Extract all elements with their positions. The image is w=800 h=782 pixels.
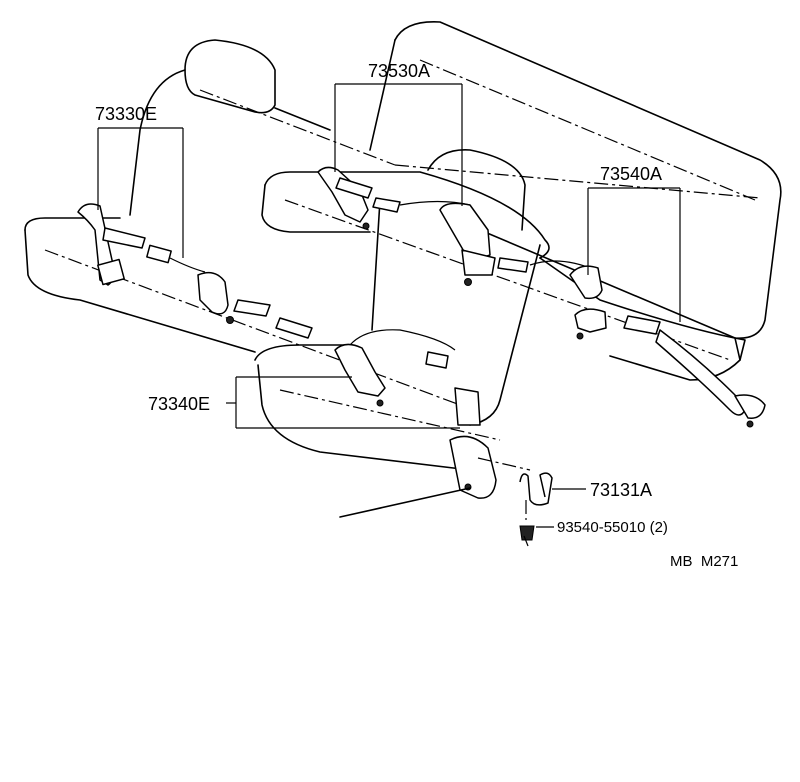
anchor-bracket-73131A	[477, 457, 553, 520]
seat-belt-73330E	[77, 203, 313, 339]
left-seat-back	[129, 39, 761, 216]
label-73330E: 73330E	[95, 104, 157, 124]
leader-73330E	[97, 127, 184, 258]
left-seat-cushion	[24, 217, 501, 471]
middle-seat-back	[371, 149, 541, 426]
label-73530A: 73530A	[368, 61, 430, 81]
bolt-93540-55010	[519, 525, 535, 547]
leader-73540A	[587, 187, 681, 322]
label-73131A: 73131A	[590, 480, 652, 500]
leader-73530A	[334, 83, 463, 206]
label-93540-55010: 93540-55010 (2)	[557, 519, 668, 536]
seat-belt-73540A	[529, 260, 766, 428]
label-73340E: 73340E	[148, 394, 210, 414]
reference-code: MB M271	[670, 553, 738, 570]
label-73540A: 73540A	[600, 164, 662, 184]
seat-belt-73340E	[334, 329, 497, 499]
rear-seat-back	[369, 21, 782, 361]
floor-reference-line	[339, 487, 471, 518]
seat-belt-73530A	[317, 166, 529, 286]
leader-73340E	[226, 376, 460, 429]
